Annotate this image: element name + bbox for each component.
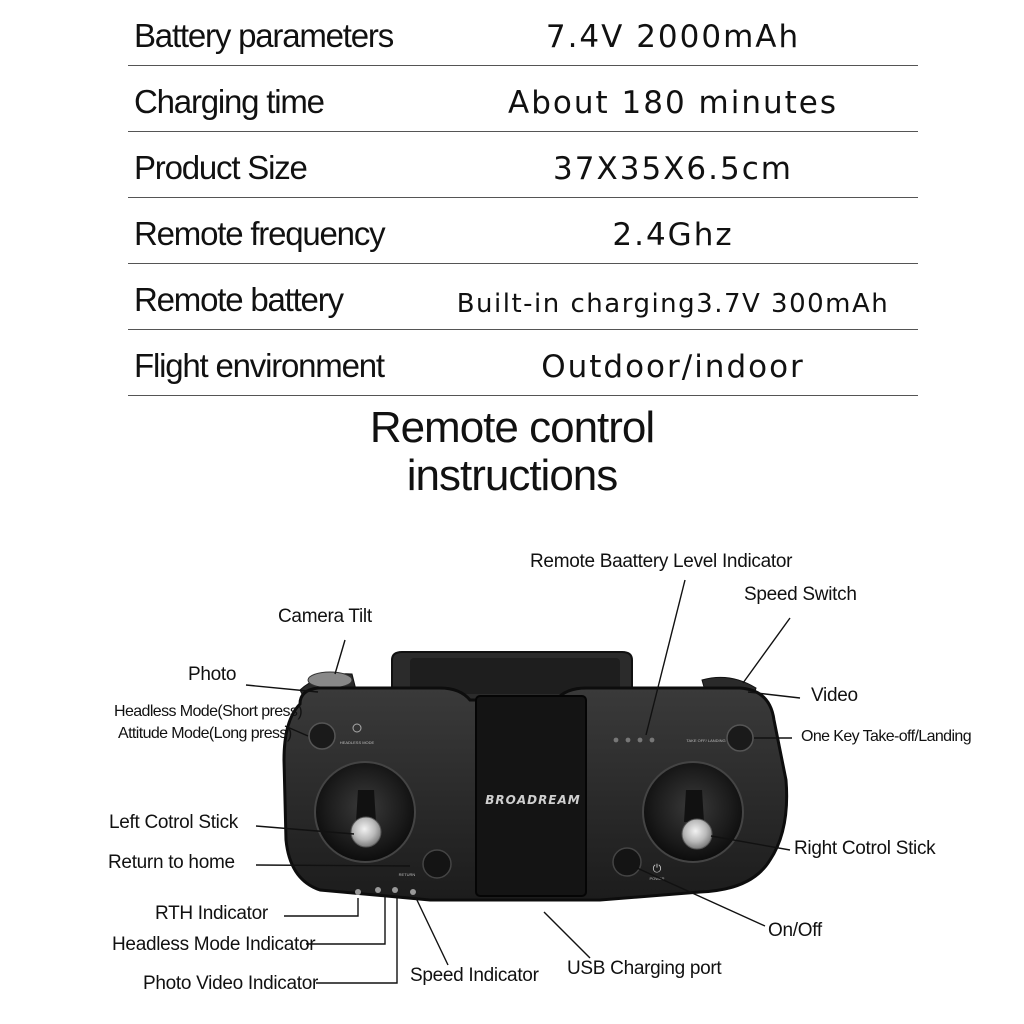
- callout-left-stick: Left Cotrol Stick: [109, 812, 239, 833]
- leader-line: [316, 896, 398, 984]
- section-title-line2: instructions: [406, 451, 619, 500]
- spec-value: Built-in charging3.7V 300mAh: [456, 289, 890, 319]
- return-caption: RETURN: [399, 872, 416, 877]
- spec-row-frequency: Remote frequency 2.4Ghz: [128, 198, 918, 264]
- callout-lines: [245, 579, 801, 984]
- return-home-button[interactable]: [422, 849, 452, 879]
- battery-led: [649, 737, 655, 743]
- callout-speed-indicator: Speed Indicator: [410, 965, 539, 986]
- battery-led: [613, 737, 619, 743]
- headless-indicator-icon: [375, 887, 381, 893]
- phone-holder-clamp: [410, 658, 620, 694]
- callout-camera-tilt: Camera Tilt: [278, 606, 372, 627]
- callout-photo-video-indicator: Photo Video Indicator: [143, 973, 319, 994]
- battery-led: [637, 737, 643, 743]
- leader-line: [245, 684, 319, 693]
- spec-value: 2.4Ghz: [612, 217, 734, 253]
- leader-line: [284, 725, 309, 737]
- leader-line: [255, 864, 411, 867]
- power-icon: ⏻: [653, 863, 662, 875]
- leader-line: [306, 896, 386, 945]
- spec-label: Flight environment: [134, 347, 385, 384]
- power-caption: POWER: [649, 876, 664, 881]
- callout-speed-switch: Speed Switch: [744, 584, 857, 605]
- spec-label: Battery parameters: [134, 17, 394, 54]
- spec-value: Outdoor/indoor: [541, 349, 805, 385]
- section-title: Remote control instructions: [0, 404, 1024, 500]
- spec-label: Charging time: [134, 83, 325, 120]
- leader-line: [543, 911, 591, 959]
- spec-label: Product Size: [134, 149, 308, 186]
- rth-indicator-icon: [355, 889, 361, 895]
- leader-line: [645, 579, 686, 736]
- takeoff-landing-button[interactable]: [726, 724, 754, 752]
- callout-video: Video: [811, 685, 858, 706]
- leader-line: [710, 835, 791, 851]
- leader-line: [415, 897, 449, 966]
- spec-value: About 180 minutes: [507, 85, 838, 121]
- camera-tilt-dial[interactable]: [307, 671, 353, 689]
- callout-on-off: On/Off: [768, 920, 822, 941]
- right-stick-shaft: [684, 790, 704, 822]
- headless-mode-icon: [352, 723, 362, 733]
- center-panel: [475, 695, 587, 897]
- battery-led: [625, 737, 631, 743]
- callout-headless-indicator: Headless Mode Indicator: [112, 934, 316, 955]
- spec-row-size: Product Size 37X35X6.5cm: [128, 132, 918, 198]
- left-stick-shaft: [356, 790, 376, 822]
- leader-line: [284, 898, 359, 917]
- leader-line: [742, 617, 791, 684]
- spec-row-charging: Charging time About 180 minutes: [128, 66, 918, 132]
- spec-table: Battery parameters 7.4V 2000mAh Charging…: [128, 0, 918, 396]
- callout-rth-indicator: RTH Indicator: [155, 903, 268, 924]
- callout-usb-port: USB Charging port: [567, 958, 722, 979]
- callout-battery-indicator: Remote Baattery Level Indicator: [530, 551, 793, 572]
- callout-takeoff-landing: One Key Take-off/Landing: [801, 728, 972, 745]
- spec-row-environment: Flight environment Outdoor/indoor: [128, 330, 918, 396]
- takeoff-button-caption: TAKE OFF/ LANDING: [686, 738, 725, 743]
- headless-button-caption: HEADLESS MODE: [340, 740, 375, 745]
- spec-value: 7.4V 2000mAh: [545, 19, 801, 55]
- spec-label: Remote frequency: [134, 215, 386, 252]
- spec-value: 37X35X6.5cm: [553, 151, 793, 187]
- callout-right-stick: Right Cotrol Stick: [794, 838, 936, 859]
- speed-indicator-icon: [410, 889, 416, 895]
- leader-line: [747, 691, 801, 699]
- callout-return-home: Return to home: [108, 852, 235, 873]
- section-title-line1: Remote control: [369, 403, 655, 452]
- callout-photo: Photo: [188, 664, 237, 685]
- headless-mode-button[interactable]: [308, 722, 336, 750]
- brand-logo: BROADREAM: [485, 793, 581, 807]
- leader-line: [334, 639, 346, 675]
- callout-headless-mode: Headless Mode(Short press): [114, 703, 303, 720]
- spec-label: Remote battery: [134, 281, 344, 318]
- spec-row-remote-battery: Remote battery Built-in charging3.7V 300…: [128, 264, 918, 330]
- leader-line: [636, 867, 766, 927]
- power-button[interactable]: [612, 847, 642, 877]
- spec-row-battery: Battery parameters 7.4V 2000mAh: [128, 0, 918, 66]
- right-stick-knob[interactable]: [681, 818, 713, 850]
- leader-line: [255, 825, 355, 835]
- left-stick-knob[interactable]: [350, 816, 382, 848]
- callout-attitude-mode: Attitude Mode(Long press): [118, 725, 292, 742]
- photo-video-indicator-icon: [392, 887, 398, 893]
